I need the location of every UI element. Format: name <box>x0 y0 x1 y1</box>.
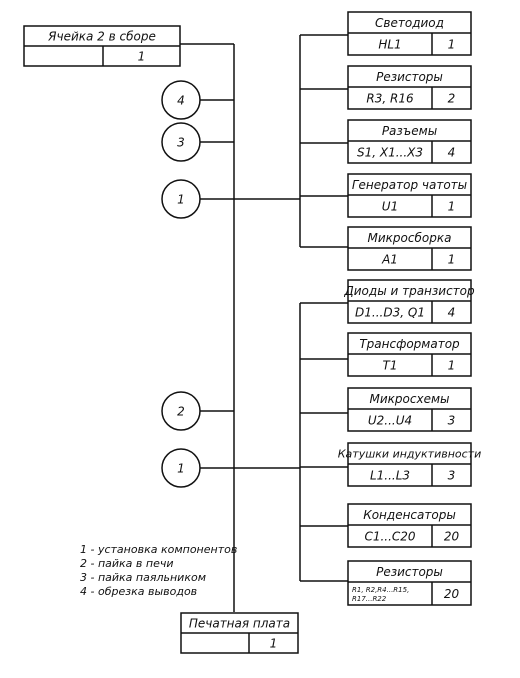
operation-number: 3 <box>177 136 185 150</box>
operation-circle-outline <box>161 179 201 219</box>
card-name: Диоды и транзистор <box>343 284 475 298</box>
operation-circle: 1 <box>161 448 201 488</box>
card-qty: 3 <box>448 469 456 483</box>
operation-circle-outline <box>161 391 201 431</box>
card-ref: R17...R22 <box>352 595 387 603</box>
card-qty: 4 <box>448 306 456 320</box>
card-border <box>347 560 472 606</box>
card-ref: R3, R16 <box>366 92 414 106</box>
operation-circle: 1 <box>161 179 201 219</box>
card-qty: 1 <box>448 200 456 214</box>
operation-circle-outline <box>161 80 201 120</box>
base-card: Печатная плата 1 <box>180 612 299 654</box>
connection-lines <box>180 34 348 612</box>
card-qty: 1 <box>448 359 456 373</box>
card-ref: R1, R2,R4...R15, <box>352 586 409 594</box>
operation-number: 1 <box>177 462 185 476</box>
card-ref: U2...U4 <box>368 414 412 428</box>
operation-number: 4 <box>177 94 185 108</box>
operation-number: 2 <box>177 405 185 419</box>
card-ref: C1...C20 <box>364 530 415 544</box>
legend-item: 4 - обрезка выводов <box>80 585 197 598</box>
operation-circle-outline <box>161 448 201 488</box>
card-name: Генератор чатоты <box>352 178 467 192</box>
card-qty: 1 <box>138 50 146 64</box>
operation-number: 1 <box>177 193 185 207</box>
card-qty: 1 <box>270 637 278 651</box>
operation-circle: 3 <box>161 122 201 162</box>
operation-circle-outline <box>161 122 201 162</box>
card-name: Микросборка <box>368 231 452 245</box>
legend-item: 2 - пайка в печи <box>80 557 174 570</box>
card-ref: S1, X1...X3 <box>357 146 423 160</box>
card-qty: 1 <box>448 253 456 267</box>
card-name: Светодиод <box>375 16 444 30</box>
card-ref: T1 <box>383 359 398 373</box>
card-ref: U1 <box>382 200 398 214</box>
card-qty: 20 <box>444 530 460 544</box>
card-name: Конденсаторы <box>363 508 456 522</box>
card-name: Резисторы <box>376 70 443 84</box>
assembly-card: Ячейка 2 в сборе 1 <box>23 25 181 67</box>
card-name: Резисторы <box>376 565 443 579</box>
card-qty: 3 <box>448 414 456 428</box>
card-qty: 1 <box>448 38 456 52</box>
legend-item: 3 - пайка паяльником <box>80 571 206 584</box>
operation-circle: 4 <box>161 80 201 120</box>
card-ref: D1...D3, Q1 <box>355 306 425 320</box>
card-ref: L1...L3 <box>370 469 410 483</box>
card-ref: A1 <box>381 253 398 267</box>
card-name: Трансформатор <box>359 337 460 351</box>
card-qty: 2 <box>448 92 456 106</box>
card-name: Ячейка 2 в сборе <box>47 30 156 44</box>
card-name: Микросхемы <box>370 392 450 406</box>
operation-circle: 2 <box>161 391 201 431</box>
card-ref: HL1 <box>378 38 401 52</box>
card-name: Разъемы <box>382 124 437 138</box>
card-qty: 4 <box>448 146 456 160</box>
legend-item: 1 - установка компонентов <box>80 543 237 556</box>
card-name: Печатная плата <box>189 617 290 631</box>
card-name: Катушки индуктивности <box>338 448 482 461</box>
card-qty: 20 <box>444 587 460 601</box>
